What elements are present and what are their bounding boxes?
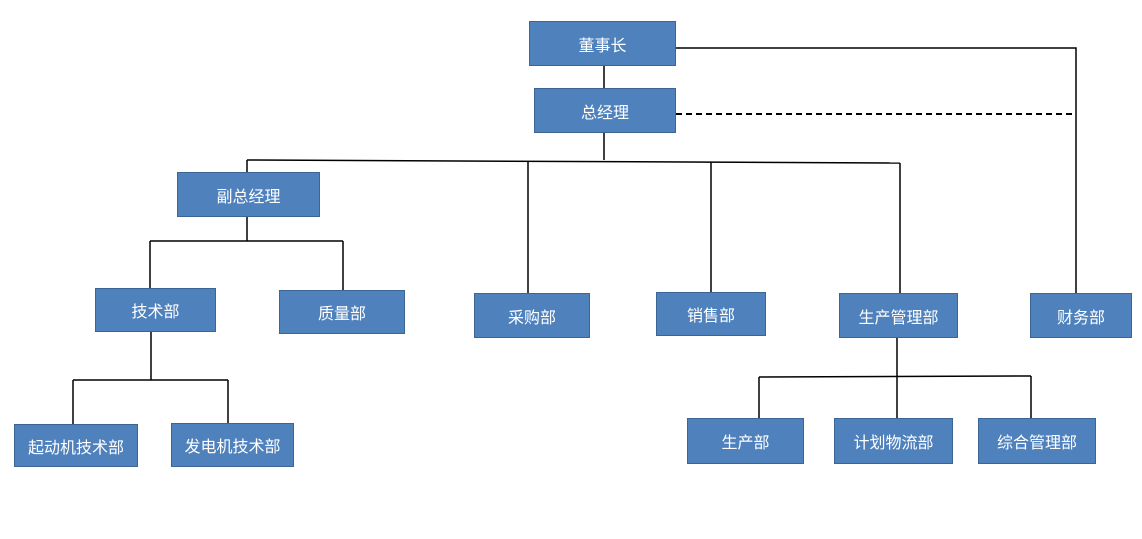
production-dept-box: 生产部	[687, 418, 804, 464]
purchasing-dept-box: 采购部	[474, 293, 590, 338]
planning-logistics-dept-box: 计划物流部	[834, 418, 953, 464]
production-management-dept-box: 生产管理部	[839, 293, 958, 338]
finance-dept-box: 财务部	[1030, 293, 1132, 338]
chairman-box: 董事长	[529, 21, 676, 66]
technology-dept-box: 技术部	[95, 288, 216, 332]
general-management-dept-box: 综合管理部	[978, 418, 1096, 464]
general-manager-box: 总经理	[534, 88, 676, 133]
connector-production-mgmt-bar	[758, 375, 1032, 378]
sales-dept-box: 销售部	[656, 292, 766, 336]
connector-chairman-finance	[676, 47, 1077, 293]
deputy-general-manager-box: 副总经理	[177, 172, 320, 217]
generator-tech-dept-box: 发电机技术部	[171, 423, 294, 467]
quality-dept-box: 质量部	[279, 290, 405, 334]
connector-level2-bar	[246, 159, 901, 164]
starter-tech-dept-box: 起动机技术部	[14, 424, 138, 467]
